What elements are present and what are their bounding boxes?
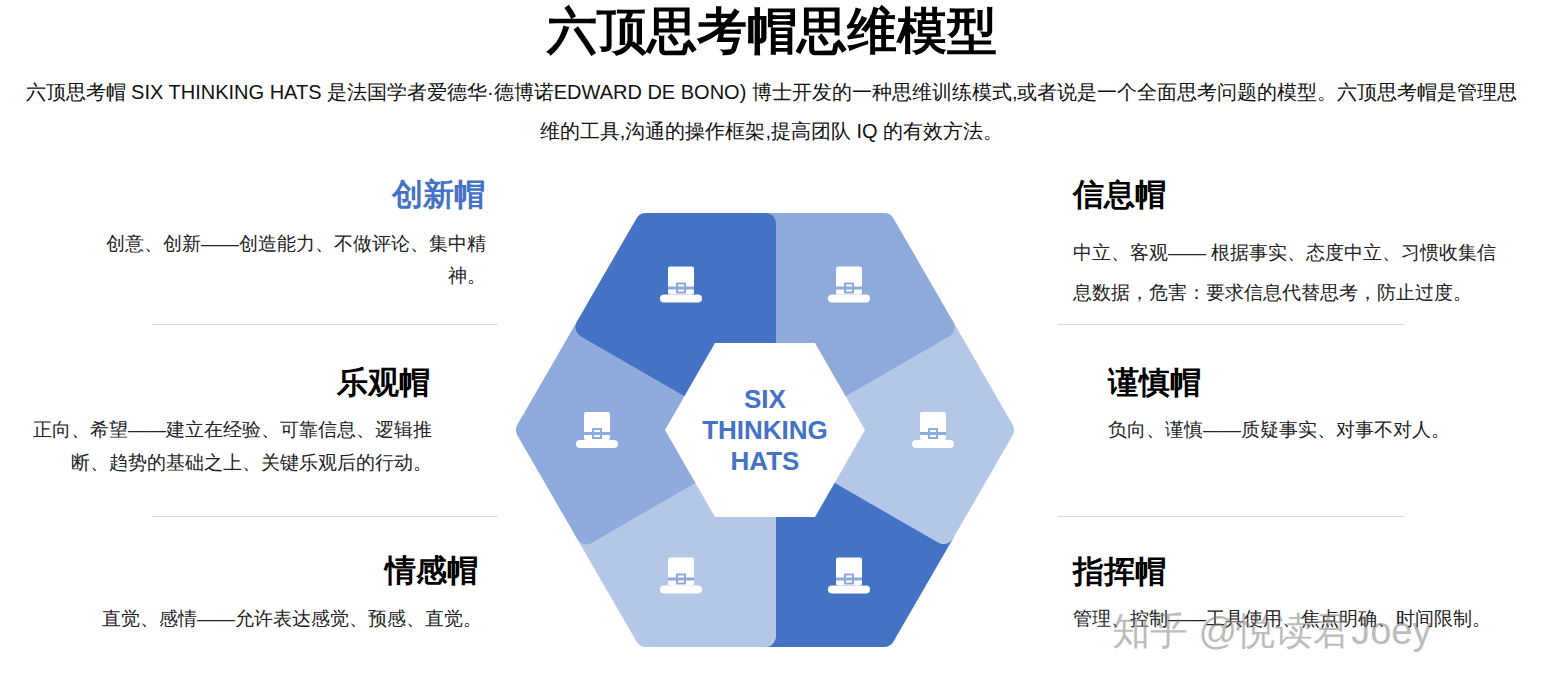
hat-band xyxy=(584,432,610,435)
hat-icon xyxy=(576,412,618,448)
hat-heading: 谨慎帽 xyxy=(1108,363,1408,403)
hat-buckle xyxy=(677,575,685,584)
hat-buckle xyxy=(929,429,937,438)
watermark: 知乎 @悦读君Joey xyxy=(1112,608,1431,654)
diagram-title: 六顶思考帽思维模型 xyxy=(0,2,1543,60)
separator-line xyxy=(152,516,498,517)
hat-icon xyxy=(660,267,702,303)
hat-description: 正向、希望——建立在经验、可靠信息、逻辑推断、趋势的基础之上、关键乐观后的行动。 xyxy=(20,413,432,479)
hat-band xyxy=(668,578,694,581)
hat-icon xyxy=(828,267,870,303)
hat-crown xyxy=(668,558,694,586)
separator-line xyxy=(1058,324,1405,325)
hexagon-shape xyxy=(665,343,865,517)
hat-icon xyxy=(828,558,870,594)
hat-brim xyxy=(828,295,870,303)
hat-brim xyxy=(660,295,702,303)
hat-buckle xyxy=(677,284,685,293)
hat-band xyxy=(836,578,862,581)
hat-heading: 指挥帽 xyxy=(1073,552,1373,592)
hat-crown xyxy=(584,412,610,440)
hat-description: 创意、创新——创造能力、不做评论、集中精神。 xyxy=(70,228,486,292)
hat-heading: 情感帽 xyxy=(278,551,478,591)
center-hexagon: SIX THINKING HATS xyxy=(665,343,865,517)
hat-crown xyxy=(836,267,862,295)
hat-brim xyxy=(912,440,954,448)
hat-buckle xyxy=(845,284,853,293)
center-text-box: SIX THINKING HATS xyxy=(665,343,865,517)
hat-band xyxy=(836,287,862,290)
hat-heading: 信息帽 xyxy=(1073,175,1373,215)
hat-buckle xyxy=(593,429,601,438)
hat-description: 中立、客观—— 根据事实、态度中立、习惯收集信息数据，危害：要求信息代替思考，防… xyxy=(1073,233,1515,313)
separator-line xyxy=(152,324,498,325)
hat-icon xyxy=(912,412,954,448)
hat-description: 直觉、感情——允许表达感觉、预感、直觉。 xyxy=(20,603,482,635)
hat-brim xyxy=(828,586,870,594)
hat-brim xyxy=(660,586,702,594)
hat-heading: 乐观帽 xyxy=(230,363,430,403)
separator-line xyxy=(1058,516,1405,517)
hat-brim xyxy=(576,440,618,448)
hat-band xyxy=(668,287,694,290)
hat-band xyxy=(920,432,946,435)
hat-heading: 创新帽 xyxy=(285,175,485,215)
hat-crown xyxy=(836,558,862,586)
hat-description: 负向、谨慎——质疑事实、对事不对人。 xyxy=(1108,414,1528,446)
hat-icon xyxy=(660,558,702,594)
intro-paragraph: 六顶思考帽 SIX THINKING HATS 是法国学者爱德华·德博诺EDWA… xyxy=(18,73,1525,151)
hat-buckle xyxy=(845,575,853,584)
center-title: SIX THINKING HATS xyxy=(695,384,835,477)
hat-crown xyxy=(920,412,946,440)
hat-crown xyxy=(668,267,694,295)
